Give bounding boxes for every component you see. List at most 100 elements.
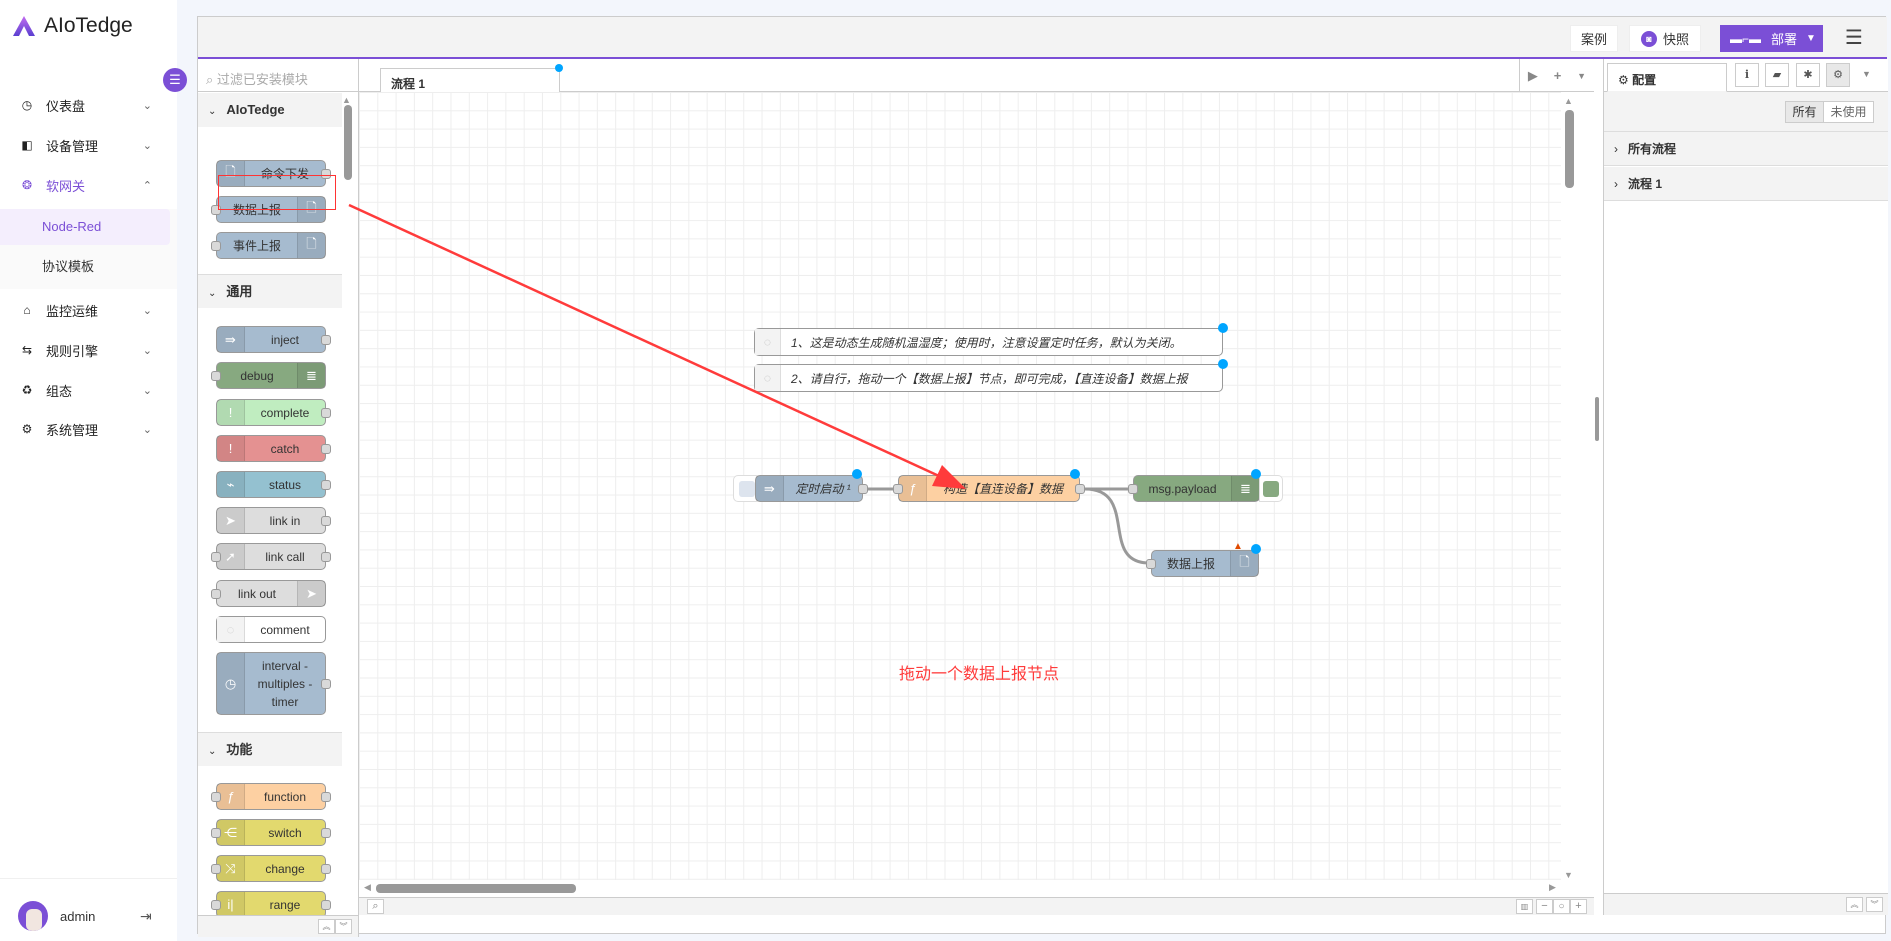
scroll-up-icon[interactable]: ▲ <box>1564 96 1573 106</box>
node-label: catch <box>270 441 300 456</box>
palette-node-event-report[interactable]: 事件上报🗋 <box>211 232 326 259</box>
all-flows-row[interactable]: ›所有流程 <box>1604 132 1888 166</box>
link-icon: ➤ <box>217 508 245 533</box>
tab-config[interactable]: ⚙ 配置 <box>1607 63 1727 92</box>
palette-node-comment[interactable]: ◌comment <box>216 616 326 643</box>
filter-all-button[interactable]: 所有 <box>1785 101 1824 123</box>
zoom-reset-icon[interactable]: ○ <box>1553 899 1570 914</box>
book-icon[interactable]: ▰ <box>1765 63 1789 87</box>
debug-toggle-button[interactable] <box>1259 475 1283 502</box>
palette-node-link-out[interactable]: link out➤ <box>211 580 326 607</box>
play-icon[interactable]: ▶ <box>1527 67 1538 83</box>
bug-icon[interactable]: ✱ <box>1796 63 1820 87</box>
palette-node-status[interactable]: ⌁status <box>216 471 331 498</box>
output-port <box>321 864 331 874</box>
menu-gateway[interactable]: ❂软网关⌃ <box>0 167 177 203</box>
category-aiotedge[interactable]: ⌄AIoTedge <box>198 93 342 127</box>
flow-canvas[interactable]: ◌1、这是动态生成随机温湿度；使用时，注意设置定时任务，默认为关闭。 ◌2、请自… <box>359 92 1578 897</box>
gear-icon[interactable]: ⚙ <box>1826 63 1850 87</box>
palette-node-debug[interactable]: debug≣ <box>211 362 326 389</box>
input-port <box>211 792 221 802</box>
palette-scrollbar[interactable] <box>344 105 352 180</box>
node-label: debug <box>240 368 274 383</box>
vertical-scrollbar[interactable] <box>1565 110 1574 188</box>
palette-search-input[interactable]: ⌕ 过滤已安装模块 <box>198 59 359 92</box>
palette-node-change[interactable]: ⤨change <box>211 855 331 882</box>
palette-node-interval[interactable]: ◷interval - multiples - timer <box>216 652 331 715</box>
menu-system[interactable]: ⚙系统管理⌄ <box>0 411 177 447</box>
palette-node-inject[interactable]: ⇛inject <box>216 326 331 353</box>
category-common[interactable]: ⌄通用 <box>198 274 342 308</box>
zoom-in-icon[interactable]: + <box>1570 899 1587 914</box>
collapse-sidebar-button[interactable]: ☰ <box>163 68 187 92</box>
comment-node[interactable]: ◌1、这是动态生成随机温湿度；使用时，注意设置定时任务，默认为关闭。 <box>754 328 1223 356</box>
comment-node[interactable]: ◌2、请自行，拖动一个【数据上报】节点，即可完成，【直连设备】数据上报 <box>754 364 1223 392</box>
palette-node-command[interactable]: 🗋命令下发 <box>216 160 331 187</box>
main-menu-icon[interactable]: ☰ <box>1845 27 1863 49</box>
tab-actions: ▶ + ▼ <box>1519 59 1594 92</box>
panel-tabs: ⚙ 配置 i ▰ ✱ ⚙ ▼ <box>1604 59 1888 92</box>
zoom-out-icon[interactable]: − <box>1536 899 1553 914</box>
expand-all-button[interactable]: ︾ <box>1866 897 1883 912</box>
menu-dashboard[interactable]: ◷仪表盘⌄ <box>0 87 177 123</box>
menu-rule[interactable]: ⇆规则引擎⌄ <box>0 332 177 368</box>
config-panel: 所有 未使用 ›所有流程 ›流程 1 <box>1604 92 1888 893</box>
output-port <box>321 792 331 802</box>
scroll-left-icon[interactable]: ◀ <box>364 882 371 892</box>
deploy-button[interactable]: ▬⌐▬部署▼ <box>1720 25 1823 52</box>
menu-config[interactable]: ♻组态⌄ <box>0 372 177 408</box>
pulse-icon: ⌁ <box>217 472 245 497</box>
snapshot-label: 快照 <box>1662 32 1689 47</box>
input-port <box>211 589 221 599</box>
collapse-all-button[interactable]: ︽ <box>1846 897 1863 912</box>
map-icon[interactable]: ▥ <box>1516 899 1533 914</box>
flow-node-debug[interactable]: msg.payload≣ <box>1128 475 1260 502</box>
chevron-down-icon[interactable]: ▼ <box>1862 69 1871 79</box>
menu-label: 系统管理 <box>46 422 99 438</box>
menu-monitor[interactable]: ⌂监控运维⌄ <box>0 292 177 328</box>
info-icon[interactable]: i <box>1735 63 1759 87</box>
horizontal-scrollbar[interactable] <box>376 884 576 893</box>
palette-node-catch[interactable]: !catch <box>216 435 331 462</box>
tab-flow-1[interactable]: 流程 1 <box>380 68 560 93</box>
warning-icon: ▲ <box>1233 541 1243 552</box>
scroll-right-icon[interactable]: ▶ <box>1549 882 1556 892</box>
chevron-down-icon: ⌄ <box>142 139 152 152</box>
expand-all-button[interactable]: ︾ <box>335 919 352 934</box>
chevron-right-icon: › <box>1614 177 1618 191</box>
panel-resize-handle[interactable] <box>1595 397 1599 441</box>
flow-node-inject[interactable]: ⇛定时启动 ¹ <box>755 475 868 502</box>
category-function[interactable]: ⌄功能 <box>198 732 342 766</box>
settings-icon: ⚙ <box>21 422 33 436</box>
collapse-all-button[interactable]: ︽ <box>318 919 335 934</box>
example-button[interactable]: 案例 <box>1570 25 1618 52</box>
submenu-protocol-template[interactable]: 协议模板 <box>42 259 95 274</box>
add-flow-icon[interactable]: + <box>1553 68 1562 83</box>
chevron-down-icon[interactable]: ▼ <box>1577 70 1587 81</box>
palette-node-link-in[interactable]: ➤link in <box>216 507 331 534</box>
avatar <box>18 901 48 931</box>
scroll-up-icon[interactable]: ▲ <box>342 95 351 105</box>
menu-device[interactable]: ◧设备管理⌄ <box>0 127 177 163</box>
search-icon[interactable]: ⌕ <box>367 899 384 914</box>
filter-unused-button[interactable]: 未使用 <box>1823 101 1874 123</box>
scroll-down-icon[interactable]: ▼ <box>1564 870 1573 880</box>
user-profile[interactable]: admin <box>18 901 95 931</box>
wire <box>1084 487 1150 565</box>
flow-1-row[interactable]: ›流程 1 <box>1604 167 1888 201</box>
palette-node-link-call[interactable]: ➚link call <box>211 543 331 570</box>
flow-node-data-report[interactable]: 数据上报🗋 <box>1146 550 1259 577</box>
palette-node-switch[interactable]: ⋲switch <box>211 819 331 846</box>
sidebar-panel: ⚙ 配置 i ▰ ✱ ⚙ ▼ 所有 未使用 ›所有流程 ›流程 1 ︽ ︾ <box>1603 59 1888 915</box>
palette-node-range[interactable]: i|range <box>211 891 331 918</box>
deploy-dropdown-icon[interactable]: ▼ <box>1806 33 1816 44</box>
palette-node-complete[interactable]: !complete <box>216 399 331 426</box>
submenu-node-red[interactable]: Node-Red <box>0 209 170 245</box>
search-icon: ⌕ <box>206 72 217 87</box>
snapshot-button[interactable]: ◙快照 <box>1629 25 1701 52</box>
workspace-tabs: 流程 1 ▶ + ▼ <box>359 59 1594 93</box>
logout-icon[interactable]: ⇥ <box>140 908 152 924</box>
output-port <box>321 169 331 179</box>
